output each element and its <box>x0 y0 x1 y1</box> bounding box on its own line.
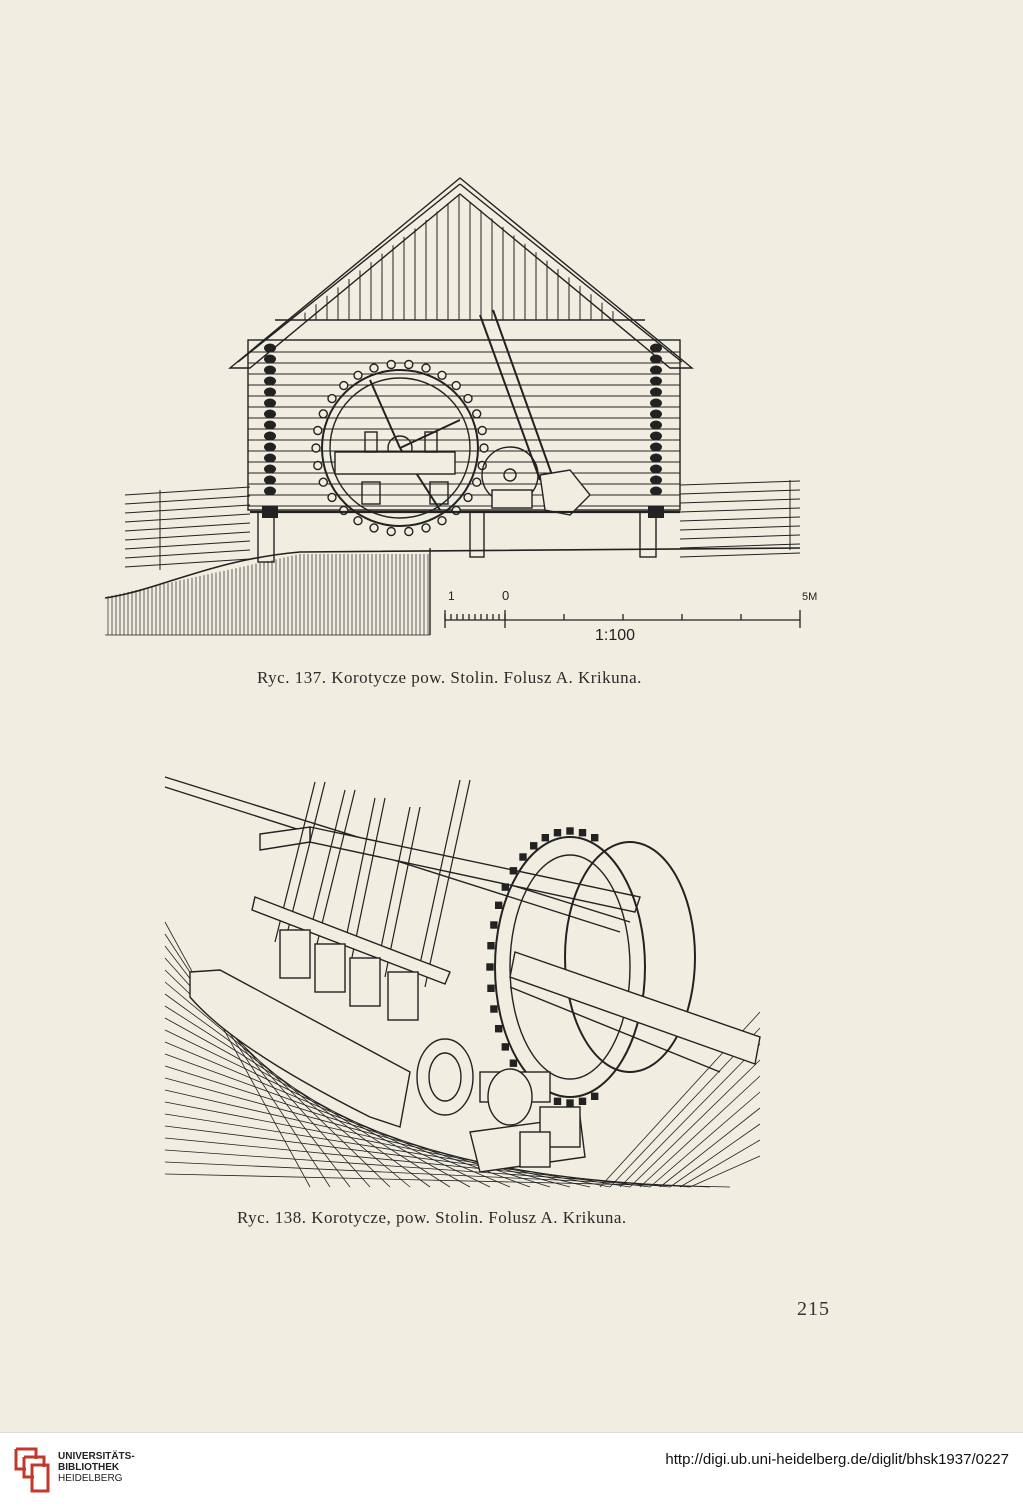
library-logo-icon <box>14 1447 50 1493</box>
figure-138-mill-perspective <box>164 776 761 1188</box>
library-name-line: BIBLIOTHEK <box>58 1462 120 1473</box>
library-name-line: UNIVERSITÄTS- <box>58 1451 135 1462</box>
footer-bar: UNIVERSITÄTS- BIBLIOTHEK HEIDELBERG http… <box>0 1432 1023 1506</box>
scanned-page: 1 0 5M 1:100 Ryc. 137. Korotycze pow. St… <box>0 0 1023 1432</box>
figure-137-caption: Ryc. 137. Korotycze pow. Stolin. Folusz … <box>257 668 642 687</box>
source-url-link[interactable]: http://digi.ub.uni-heidelberg.de/diglit/… <box>665 1451 1009 1468</box>
scale-ratio: 1:100 <box>595 627 635 644</box>
figure-138-caption: Ryc. 138. Korotycze, pow. Stolin. Folusz… <box>237 1208 627 1227</box>
scale-tick-label-5m: 5M <box>802 591 817 603</box>
library-name-line: HEIDELBERG <box>58 1473 123 1484</box>
library-name: UNIVERSITÄTS- BIBLIOTHEK HEIDELBERG <box>58 1451 135 1484</box>
scale-tick-label-1: 1 <box>448 589 455 603</box>
figure-137-mill-elevation: 1 0 5M 1:100 <box>104 177 817 644</box>
scale-tick-label-0: 0 <box>502 588 509 603</box>
scale-bar <box>444 610 801 628</box>
page-number: 215 <box>797 1298 830 1320</box>
